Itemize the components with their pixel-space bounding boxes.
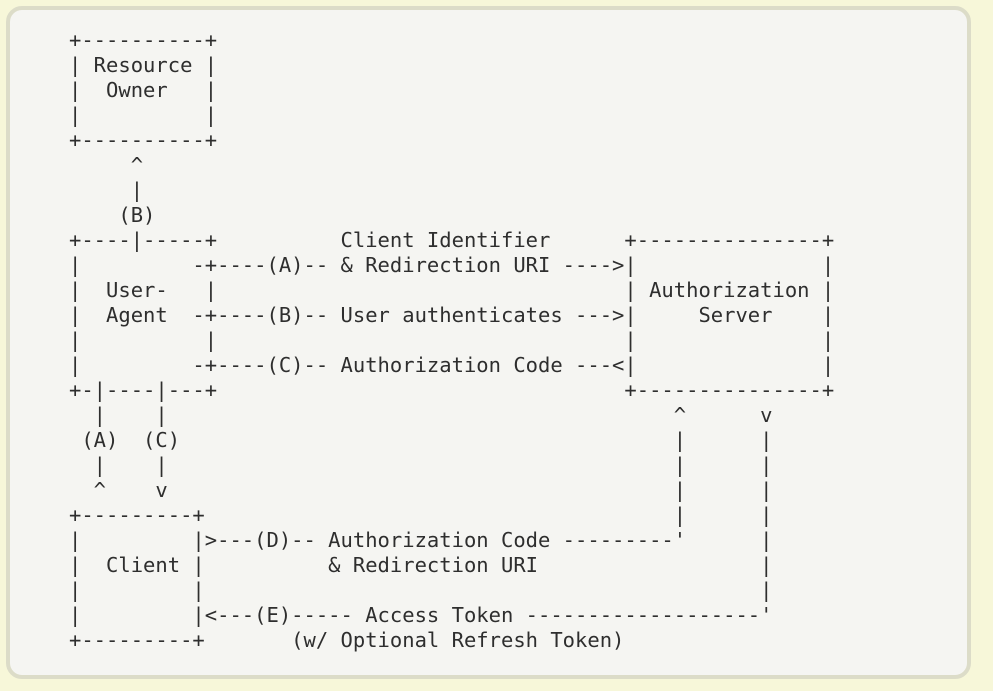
diagram-line: | | ^ v (69, 403, 773, 427)
diagram-line: +----------+ (69, 128, 218, 152)
diagram-line: | -+----(C)-- Authorization Code ---<| | (69, 353, 835, 377)
diagram-line: | | | | (69, 453, 773, 477)
diagram-line: | | | (69, 578, 773, 602)
diagram-line: ^ (69, 153, 144, 177)
diagram-line: | | (69, 103, 218, 127)
diagram-line: (A) (C) | | (69, 428, 773, 452)
diagram-line: (B) (69, 203, 156, 227)
diagram-line: | -+----(A)-- & Redirection URI ---->| | (69, 253, 835, 277)
diagram-line: +---------+ | | (69, 503, 773, 527)
diagram-line: +-|----|---+ +---------------+ (69, 378, 835, 402)
diagram-line: | Client | & Redirection URI | (69, 553, 773, 577)
oauth-authorization-code-flow-diagram: +----------+ | Resource | | Owner | | | … (69, 28, 834, 653)
diagram-line: | Agent -+----(B)-- User authenticates -… (69, 303, 835, 327)
diagram-line: | Owner | (69, 78, 218, 102)
diagram-line: +---------+ (w/ Optional Refresh Token) (69, 628, 625, 652)
diagram-line: | | | | (69, 328, 835, 352)
diagram-line: | |>---(D)-- Authorization Code --------… (69, 528, 773, 552)
diagram-line: +----|-----+ Client Identifier +--------… (69, 228, 835, 252)
diagram-line: +----------+ (69, 28, 218, 52)
diagram-line: | User- | | Authorization | (69, 278, 835, 302)
diagram-line: | Resource | (69, 53, 218, 77)
diagram-frame: +----------+ | Resource | | Owner | | | … (6, 6, 971, 679)
diagram-line: ^ v | | (69, 478, 773, 502)
diagram-line: | (69, 178, 144, 202)
diagram-line: | |<---(E)----- Access Token -----------… (69, 603, 773, 627)
